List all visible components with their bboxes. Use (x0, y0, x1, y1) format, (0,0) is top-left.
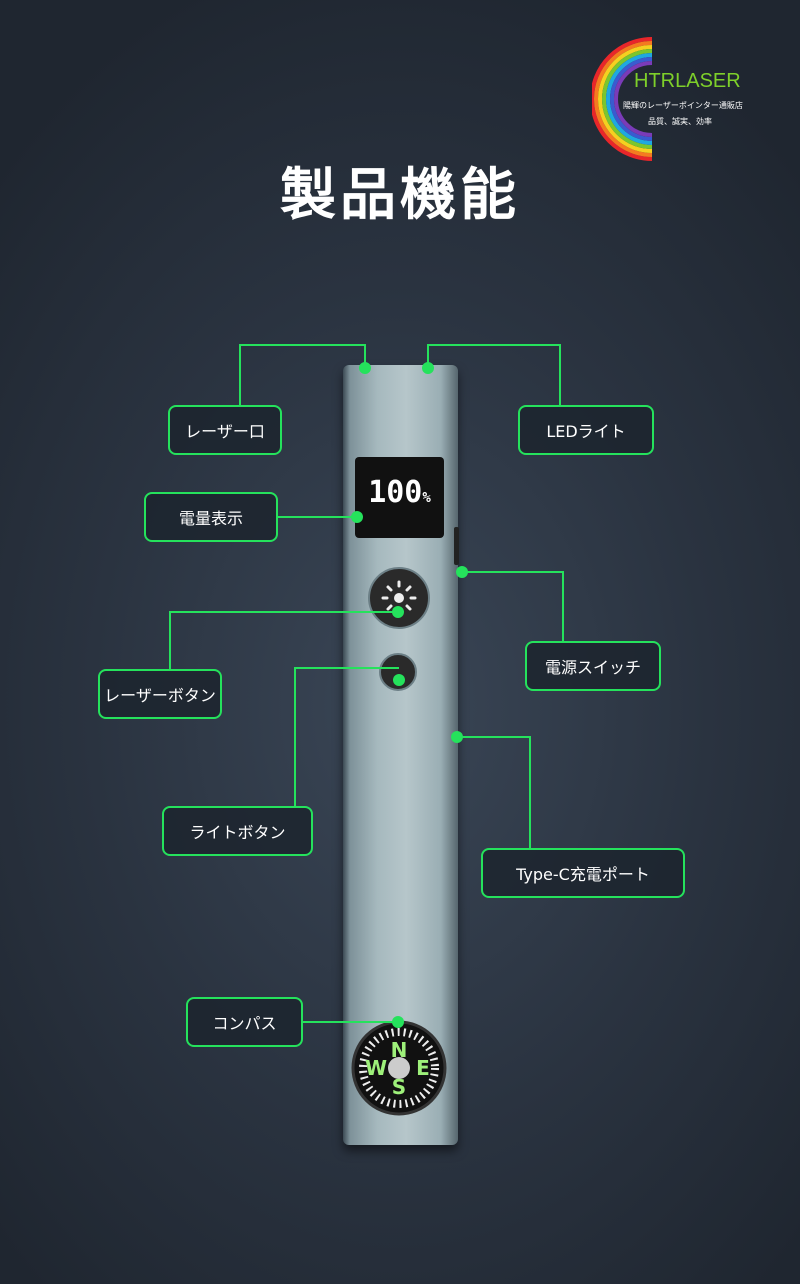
dot-laser-button (392, 606, 404, 618)
label-laser-button: レーザーボタン (98, 669, 222, 719)
dot-power-switch (456, 566, 468, 578)
svg-text:S: S (392, 1075, 406, 1099)
battery-readout: 100% (355, 475, 444, 510)
dot-laser-aperture (359, 362, 371, 374)
dot-light-button (393, 674, 405, 686)
rainbow-logo-icon (592, 37, 653, 161)
svg-text:E: E (416, 1056, 430, 1080)
dot-compass (392, 1016, 404, 1028)
dot-typec (451, 731, 463, 743)
label-led-light: LEDライト (518, 405, 654, 455)
page-title: 製品機能 (280, 163, 520, 228)
label-battery-display: 電量表示 (144, 492, 278, 542)
battery-value: 100 (368, 475, 423, 510)
label-power-switch: 電源スイッチ (525, 641, 661, 691)
battery-unit: % (422, 490, 431, 506)
label-light-button: ライトボタン (162, 806, 313, 856)
dot-battery (351, 511, 363, 523)
logo-name: HTRLASER (634, 70, 741, 92)
label-compass: コンパス (186, 997, 303, 1047)
battery-screen (355, 457, 444, 538)
power-switch-slider (454, 527, 459, 565)
label-laser-aperture: レーザー口 (168, 405, 282, 455)
label-typec-port: Type-C充電ポート (481, 848, 685, 898)
logo-motto: 品質、誠実、効率 (648, 117, 712, 126)
light-button (379, 653, 417, 691)
svg-text:N: N (391, 1038, 408, 1062)
svg-text:W: W (365, 1056, 387, 1080)
dot-led-light (422, 362, 434, 374)
logo-tagline: 陽輝のレーザーポインター通販店 (623, 101, 743, 110)
